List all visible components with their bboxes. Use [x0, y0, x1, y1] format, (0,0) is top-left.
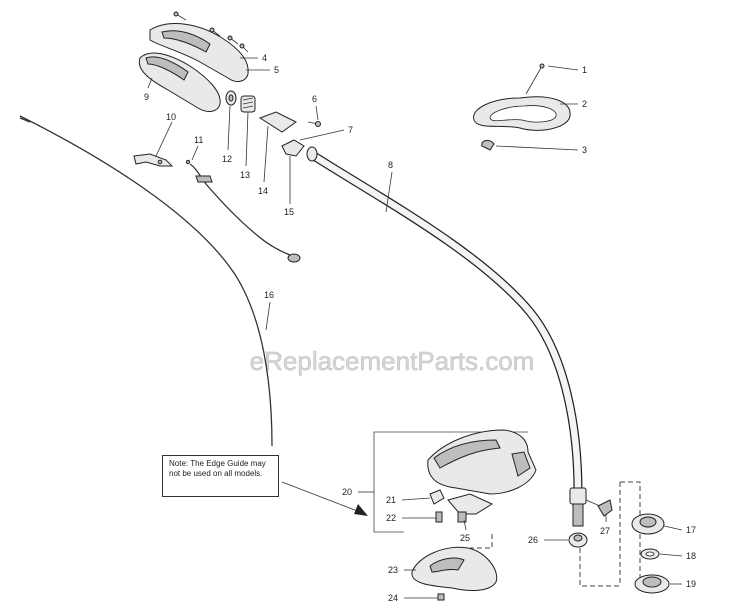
callout-20: 20 [342, 487, 352, 497]
part-24-screw [437, 593, 445, 601]
edge-guide-note: Note: The Edge Guide may not be used on … [162, 455, 279, 497]
part-25-mount [447, 493, 494, 515]
part-22-screw [435, 511, 443, 523]
callout-11: 11 [194, 135, 203, 145]
part-27-clip [597, 499, 613, 517]
callout-2: 2 [582, 99, 587, 109]
callout-16: 16 [264, 290, 274, 300]
part-11-throttle-cable [185, 159, 301, 263]
callout-15: 15 [284, 207, 294, 217]
watermark-text: eReplacementParts.com [250, 346, 535, 376]
callout-10: 10 [166, 112, 176, 122]
callout-12: 12 [222, 154, 232, 164]
leader-lines [147, 57, 683, 599]
callout-6: 6 [312, 94, 317, 104]
callout-27: 27 [600, 526, 610, 536]
note-arrow-head [354, 504, 368, 516]
callout-4: 4 [262, 53, 267, 63]
part-14-clamp [258, 111, 297, 133]
guard-shield [427, 429, 537, 495]
callout-8: 8 [388, 160, 393, 170]
callout-17: 17 [686, 525, 696, 535]
callout-labels: 1 2 3 4 5 6 7 8 9 10 11 12 13 14 15 16 1… [144, 53, 696, 603]
callout-13: 13 [240, 170, 250, 180]
spool-assembly [631, 513, 670, 594]
callout-14: 14 [258, 186, 268, 196]
callout-3: 3 [582, 145, 587, 155]
handle-assembly [138, 11, 321, 157]
callout-18: 18 [686, 551, 696, 561]
part-16-drive-cable [19, 115, 273, 447]
loop-handle-assembly [473, 63, 571, 151]
part-6-screw [315, 121, 321, 127]
callout-21: 21 [386, 495, 396, 505]
callout-25: 25 [460, 533, 470, 543]
part-20-bracket [373, 431, 528, 533]
callout-23: 23 [388, 565, 398, 575]
callout-19: 19 [686, 579, 696, 589]
callout-22: 22 [386, 513, 396, 523]
part-15-clamp [281, 139, 305, 157]
handle-grip-lower [145, 56, 189, 81]
handle-grip-upper [161, 30, 211, 53]
guard-assembly [373, 429, 641, 601]
part-8-shaft [306, 146, 587, 527]
part-10-throttle-lever [133, 153, 174, 167]
note-arrow [281, 481, 361, 513]
callout-26: 26 [528, 535, 538, 545]
callout-1: 1 [582, 65, 587, 75]
part-13-spring [240, 95, 256, 113]
callout-7: 7 [348, 125, 353, 135]
callout-24: 24 [388, 593, 398, 603]
part-1-bolt [539, 63, 545, 69]
callout-9: 9 [144, 92, 149, 102]
handle-half-lower [138, 52, 221, 112]
part-3-clip [481, 139, 495, 151]
part-21-clip [429, 489, 445, 505]
handle-screws [173, 11, 249, 53]
callout-5: 5 [274, 65, 279, 75]
